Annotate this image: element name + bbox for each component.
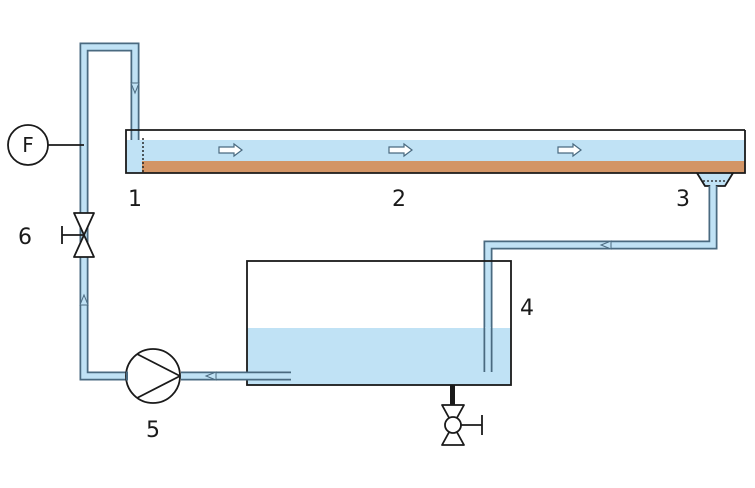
arrow-up-icon <box>79 293 89 306</box>
arrow-right-icon <box>218 142 243 158</box>
arrow-down-icon <box>130 82 140 95</box>
component-labels: 1 2 3 4 5 6 <box>18 187 690 443</box>
tank <box>246 260 512 386</box>
label-channel: 2 <box>392 187 406 212</box>
label-tank: 4 <box>520 296 534 321</box>
channel-flow-arrows <box>218 142 582 158</box>
drain-valve <box>441 385 483 446</box>
arrow-left-icon <box>204 371 217 381</box>
label-pump: 5 <box>146 418 160 443</box>
pump <box>125 348 181 404</box>
flowmeter: F <box>7 124 84 166</box>
flowmeter-label: F <box>22 133 34 157</box>
label-inlet: 1 <box>128 187 142 212</box>
arrow-left-icon <box>599 240 612 250</box>
supply-pipe <box>79 42 140 381</box>
valve-6 <box>61 212 95 258</box>
suction-pipe <box>180 371 292 381</box>
label-valve: 6 <box>18 225 32 250</box>
label-outlet: 3 <box>676 187 690 212</box>
arrow-right-icon <box>557 142 582 158</box>
outlet-hopper <box>696 172 734 187</box>
flume <box>125 129 746 174</box>
return-pipe <box>483 185 718 373</box>
supply-flow-arrows <box>79 82 140 306</box>
arrow-right-icon <box>388 142 413 158</box>
